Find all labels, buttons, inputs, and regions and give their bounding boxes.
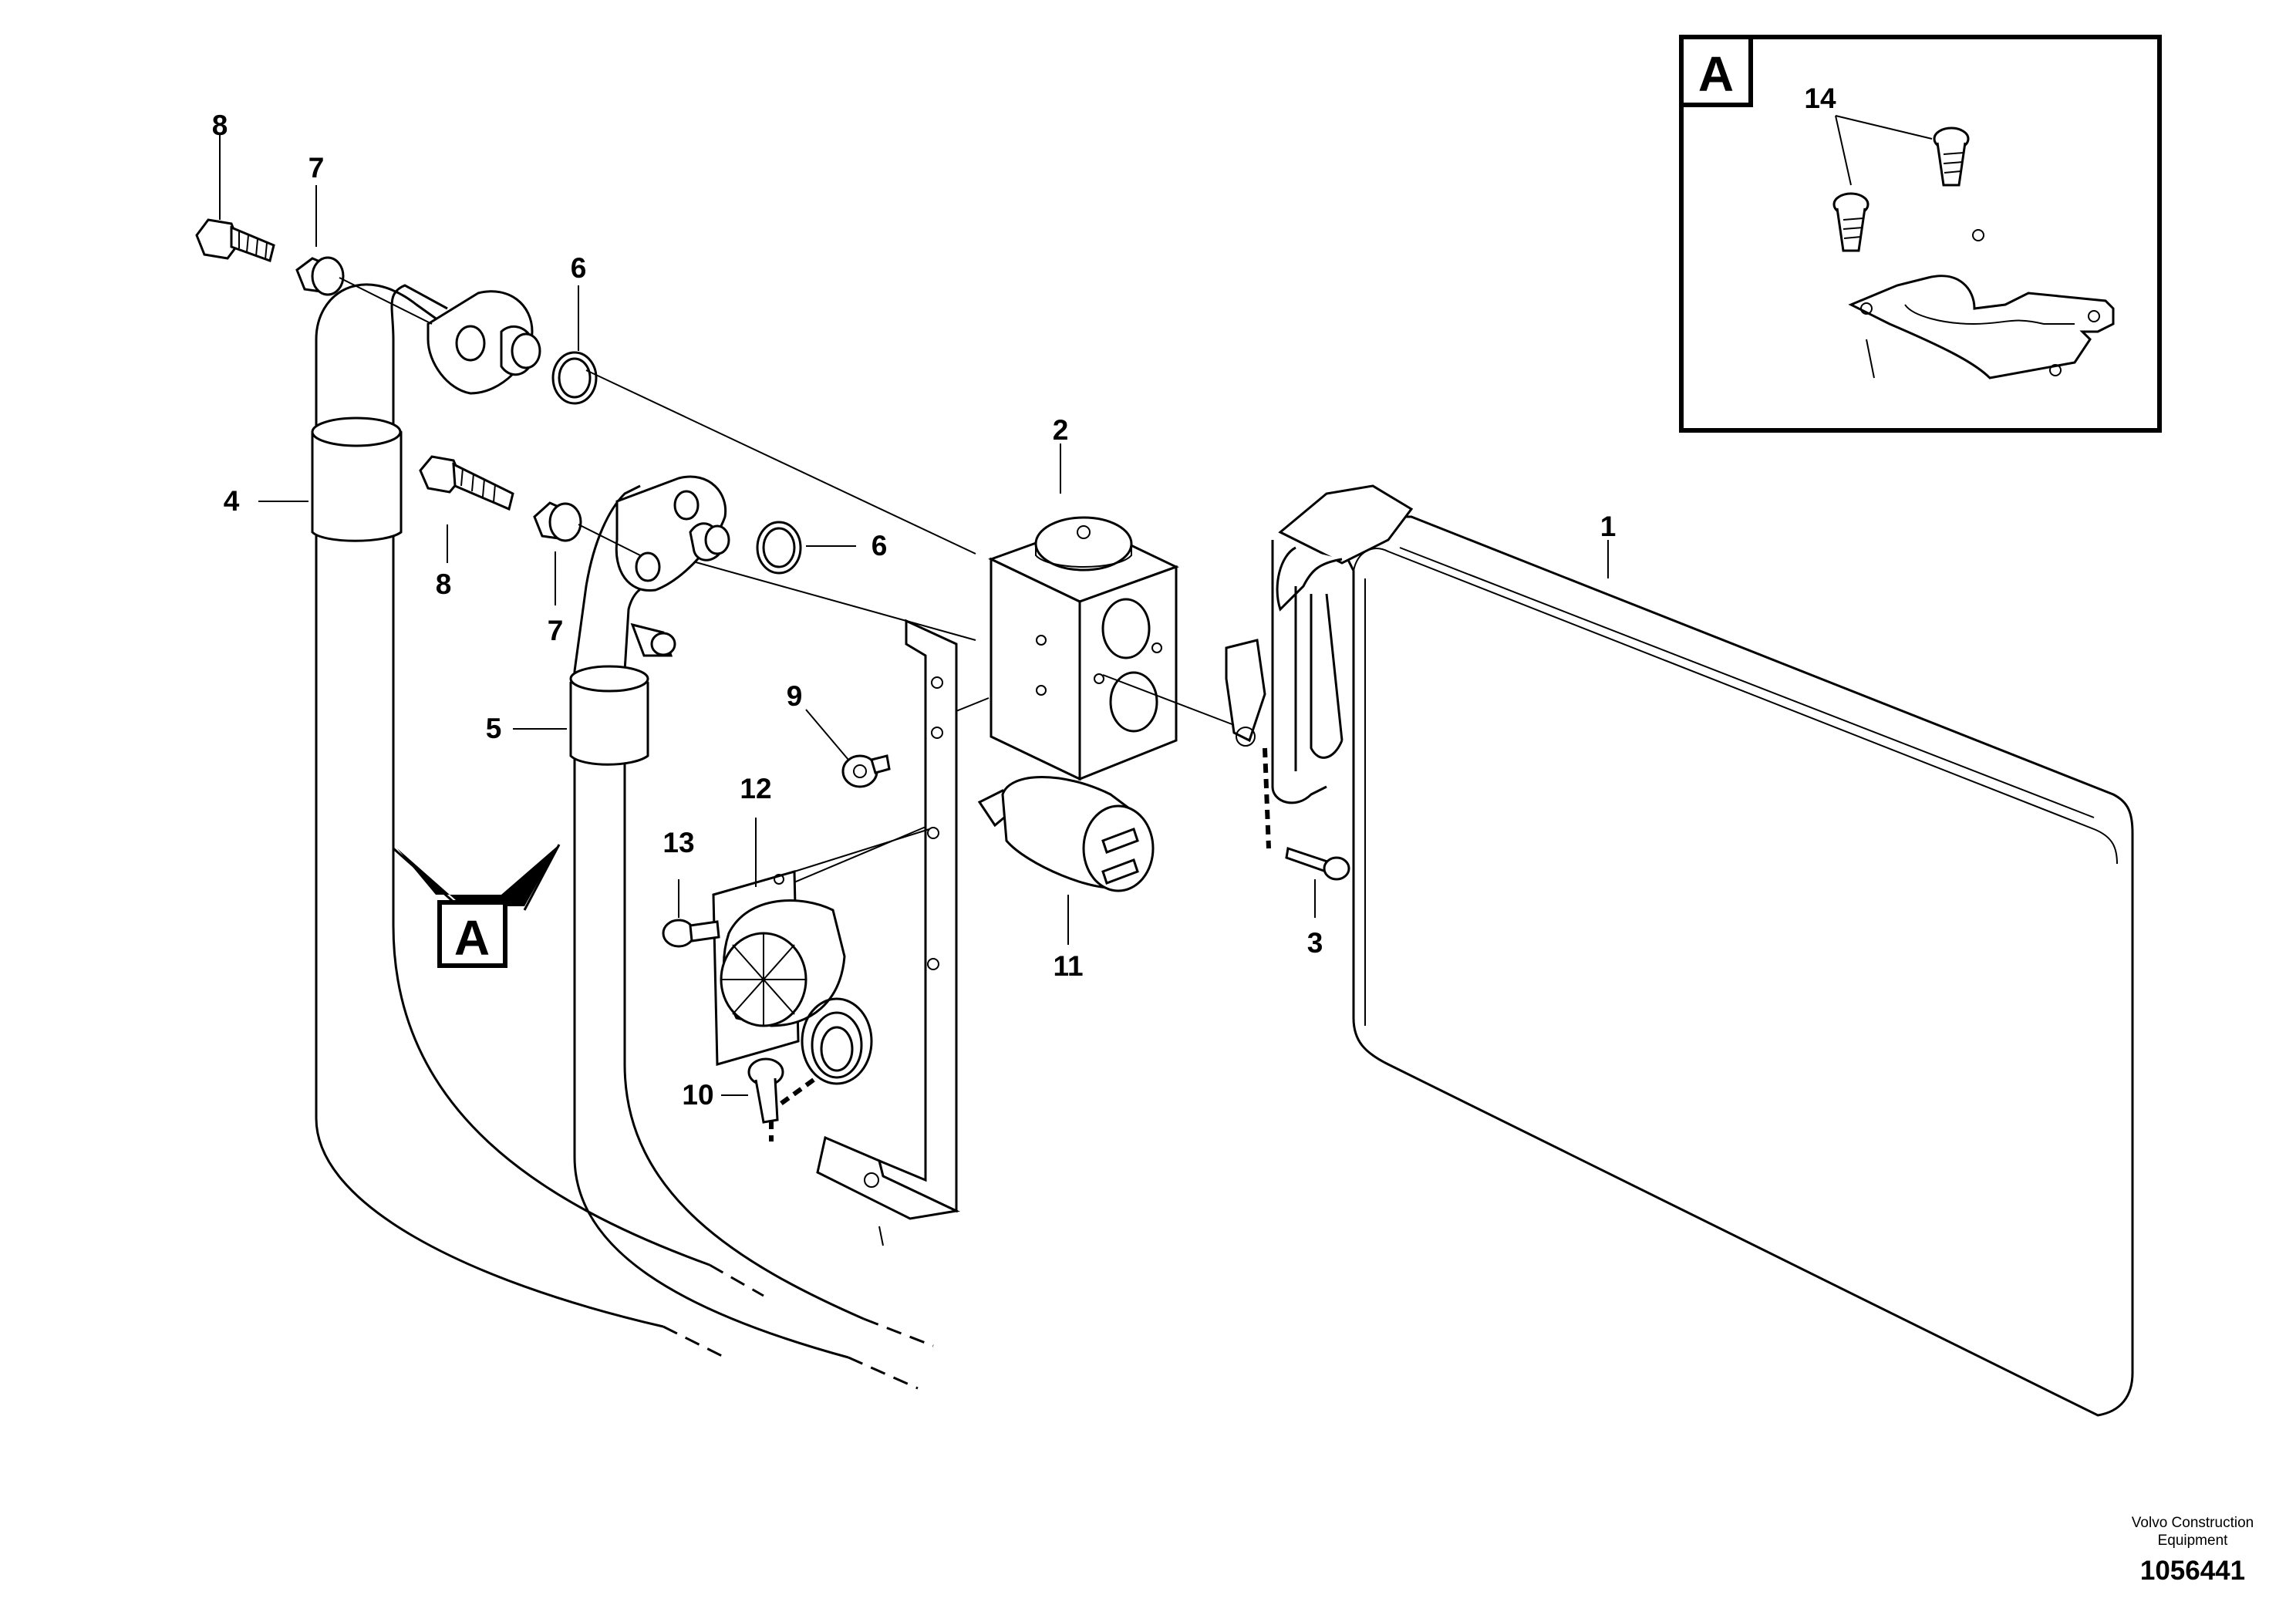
part-label-4: 4 [224,485,240,517]
part-label-3: 3 [1307,927,1323,959]
part-label-6b: 6 [872,530,888,561]
bushing-icon [295,256,345,296]
detail-letter: A [1698,46,1734,102]
view-marker-a: A [393,844,561,968]
hose-4 [311,283,764,1359]
evaporator-core [1225,484,2134,1417]
view-marker-letter: A [454,910,490,966]
bolt-icon [195,218,275,262]
expansion-valve [988,516,1179,781]
detail-view-a: A 14 [1679,35,2162,433]
part-label-12: 12 [740,773,771,804]
footer-company-line2: Equipment [2158,1533,2229,1549]
part-label-8a: 8 [212,110,228,141]
o-ring-icon [551,351,598,405]
part-label-7a: 7 [308,152,325,184]
part-label-1: 1 [1600,511,1617,542]
bolt-icon [419,455,514,511]
o-ring-icon [756,521,802,575]
part-label-6a: 6 [571,252,587,284]
part-label-11: 11 [1053,950,1083,982]
part-label-7b: 7 [548,615,564,646]
screw-icon [747,1057,784,1124]
bushing-icon [533,501,582,542]
hose-5 [569,475,934,1390]
screw-icon [841,754,891,788]
part-label-8b: 8 [436,568,452,600]
part-label-10: 10 [682,1079,713,1111]
pressure-switch [977,776,1155,892]
part-label-2: 2 [1053,414,1069,446]
part-label-14: 14 [1804,83,1836,114]
bracket [816,619,960,1246]
screw-icon [1285,847,1350,881]
screw-icon [662,919,720,948]
part-label-9: 9 [787,680,803,712]
footer-company-line1: Volvo Construction [2132,1515,2254,1531]
part-label-5: 5 [486,713,502,744]
drawing-number: 1056441 [2140,1556,2245,1586]
mounting-plate-icon [1848,275,2115,379]
part-label-13: 13 [663,827,694,858]
detail-letter-box [1679,35,1753,107]
screw-icon [1832,192,1870,252]
screw-icon [1933,126,1970,187]
